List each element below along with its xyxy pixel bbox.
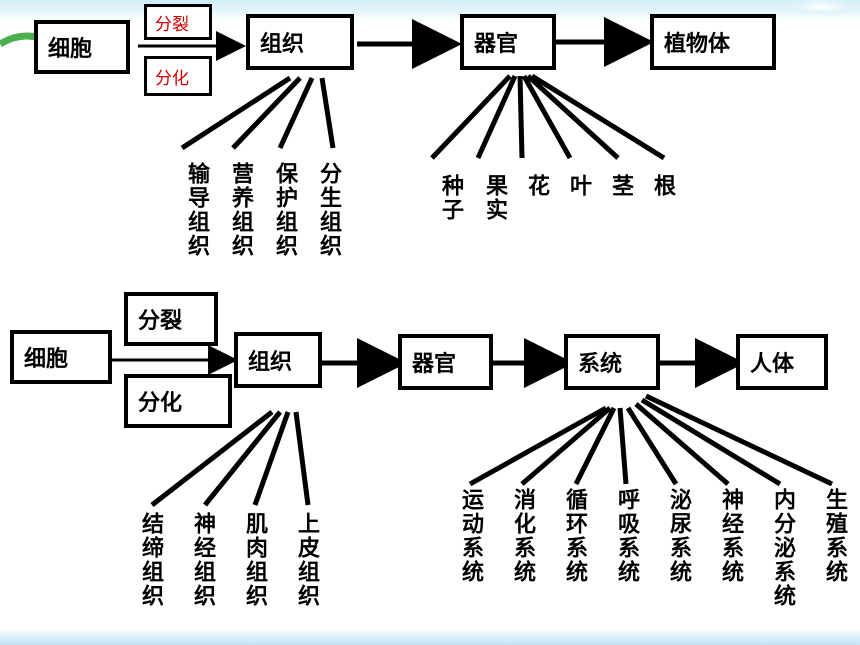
animal-system-item: 运动系统 xyxy=(458,488,483,584)
animal-system-item: 生殖系统 xyxy=(822,488,847,584)
animal-system-item: 神经系统 xyxy=(718,488,743,584)
sparkle-decoration xyxy=(792,0,852,14)
plant-tissue-item: 输导组织 xyxy=(184,162,209,258)
plant-body-label: 植物体 xyxy=(664,32,731,57)
animal-system-fan xyxy=(468,393,834,487)
bottom-decoration-band xyxy=(0,628,860,645)
animal-cell-label: 细胞 xyxy=(24,347,69,372)
plant-tissue-item: 营养组织 xyxy=(228,162,253,258)
animal-differentiate-label: 分化 xyxy=(138,391,183,416)
animal-divide-label: 分裂 xyxy=(138,309,183,334)
plant-cell-label: 细胞 xyxy=(48,37,93,62)
plant-tissue-label: 组织 xyxy=(260,32,305,57)
animal-tissue-label: 组织 xyxy=(248,350,293,375)
plant-organ-item: 叶 xyxy=(566,174,591,198)
plant-divide-label: 分裂 xyxy=(155,14,189,35)
animal-system-item: 消化系统 xyxy=(510,488,535,584)
animal-differentiate-box: 分化 xyxy=(124,374,232,428)
animal-organ-box: 器官 xyxy=(398,334,493,390)
plant-tissue-item: 分生组织 xyxy=(316,162,341,258)
plant-organ-fan xyxy=(430,73,666,161)
plant-tissue-fan xyxy=(180,75,336,151)
plant-arrows xyxy=(138,17,654,69)
animal-body-label: 人体 xyxy=(750,352,795,377)
animal-tissue-item: 上皮组织 xyxy=(294,512,319,608)
plant-organ-item: 根 xyxy=(650,174,675,198)
plant-organ-item: 茎 xyxy=(608,174,633,198)
animal-cell-box: 细胞 xyxy=(10,330,112,384)
animal-system-label: 系统 xyxy=(578,352,623,377)
plant-differentiate-box: 分化 xyxy=(144,56,212,96)
plant-organ-box: 器官 xyxy=(460,14,556,70)
animal-system-item: 泌尿系统 xyxy=(666,488,691,584)
animal-system-box: 系统 xyxy=(564,334,660,390)
top-decoration-band xyxy=(0,0,860,22)
plant-tissue-item: 保护组织 xyxy=(272,162,297,258)
animal-arrows xyxy=(112,338,745,388)
plant-organ-item: 果实 xyxy=(482,174,507,222)
animal-tissue-box: 组织 xyxy=(234,332,322,388)
plant-organ-item: 花 xyxy=(524,174,549,198)
plant-divide-box: 分裂 xyxy=(144,4,212,40)
plant-differentiate-label: 分化 xyxy=(155,68,189,89)
animal-body-box: 人体 xyxy=(736,334,828,390)
plant-organ-item: 种子 xyxy=(438,174,463,222)
animal-tissue-item: 神经组织 xyxy=(190,512,215,608)
plant-body-box: 植物体 xyxy=(650,14,776,70)
plant-cell-box: 细胞 xyxy=(34,20,130,74)
animal-divide-box: 分裂 xyxy=(124,292,218,346)
animal-tissue-fan xyxy=(150,410,311,507)
animal-system-item: 呼吸系统 xyxy=(614,488,639,584)
animal-system-item: 循环系统 xyxy=(562,488,587,584)
animal-tissue-item: 结缔组织 xyxy=(138,512,163,608)
plant-tissue-box: 组织 xyxy=(246,14,354,70)
animal-tissue-item: 肌肉组织 xyxy=(242,512,267,608)
animal-system-item: 内分泌系统 xyxy=(770,488,795,608)
animal-organ-label: 器官 xyxy=(412,352,457,377)
plant-organ-label: 器官 xyxy=(474,32,519,57)
